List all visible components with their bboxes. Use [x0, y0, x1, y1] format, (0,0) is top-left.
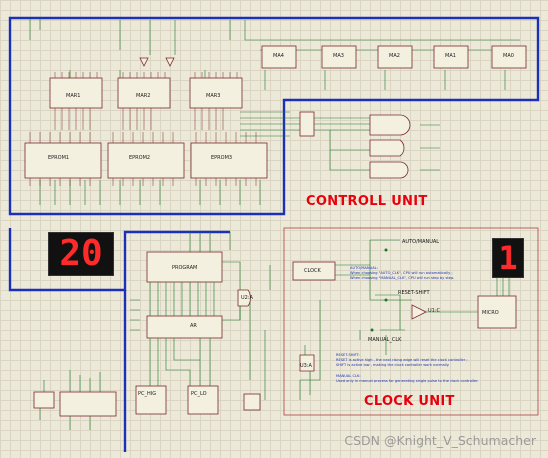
pc-hig-label: PC_HIG: [138, 391, 157, 397]
ma0-label: MA0: [503, 53, 514, 59]
reset-shift-label: RESET-SHIFT: [398, 290, 430, 296]
ma4-label: MA4: [273, 53, 284, 59]
control-unit-frame: [8, 16, 540, 216]
ar-chip-label: AR: [190, 323, 197, 329]
control-wires: [29, 18, 520, 205]
seven-segment-display-right: 1: [492, 238, 524, 278]
note-auto-manual-2: When choosing "MANUAL_CLK", CPU will run…: [350, 276, 455, 280]
program-area: [8, 228, 271, 452]
auto-manual-switch-label: AUTO/MANUAL: [402, 239, 440, 245]
note-reset-2: SHIFT is active low , making the clock c…: [336, 363, 450, 367]
note-manual-head: MANUAL CLK:: [336, 374, 361, 378]
eprom1-label: EPROM1: [48, 155, 70, 161]
eprom2-label: EPROM2: [129, 155, 151, 161]
program-chip-label: PROGRAM: [172, 265, 198, 271]
mar-chips: [49, 72, 243, 130]
mar3-label: MAR3: [206, 93, 221, 99]
control-unit-title: CONTROLL UNIT: [306, 194, 428, 209]
u3a-label: U3:A: [300, 363, 312, 369]
manual-clk-label: MANUAL_CLK: [368, 337, 402, 343]
watermark-text: CSDN @Knight_V_Schumacher: [344, 433, 536, 448]
clock-unit-frame: [283, 227, 539, 416]
clock-chip-label: CLOCK: [304, 268, 321, 274]
u2a-label: U2:A: [241, 295, 253, 301]
ma-chips: [261, 45, 527, 69]
eprom3-label: EPROM3: [211, 155, 233, 161]
ma1-label: MA1: [445, 53, 456, 59]
micro-chip-label: MICRO: [482, 310, 499, 316]
note-reset-1: RESET is active high , the next rising e…: [336, 358, 468, 362]
pc-lo-label: PC_LO: [191, 391, 207, 397]
mar1-label: MAR1: [66, 93, 81, 99]
u1c-label: U1:C: [428, 308, 441, 314]
note-auto-manual-head: AUTO/MANUAL:: [350, 266, 378, 270]
eprom-chips: [24, 132, 268, 186]
clock-unit-title: CLOCK UNIT: [364, 394, 455, 409]
control-gates: [299, 111, 411, 179]
note-manual-1: Used only in manual process for generati…: [336, 379, 479, 383]
note-reset-head: RESET-SHIFT:: [336, 353, 360, 357]
seven-segment-display-left: 20: [48, 232, 114, 276]
note-auto-manual-1: When choosing "AUTO_CLK", CPU will run a…: [350, 271, 453, 275]
mar2-label: MAR2: [136, 93, 151, 99]
ma2-label: MA2: [389, 53, 400, 59]
ma3-label: MA3: [333, 53, 344, 59]
buffer-triangles: [139, 57, 175, 67]
